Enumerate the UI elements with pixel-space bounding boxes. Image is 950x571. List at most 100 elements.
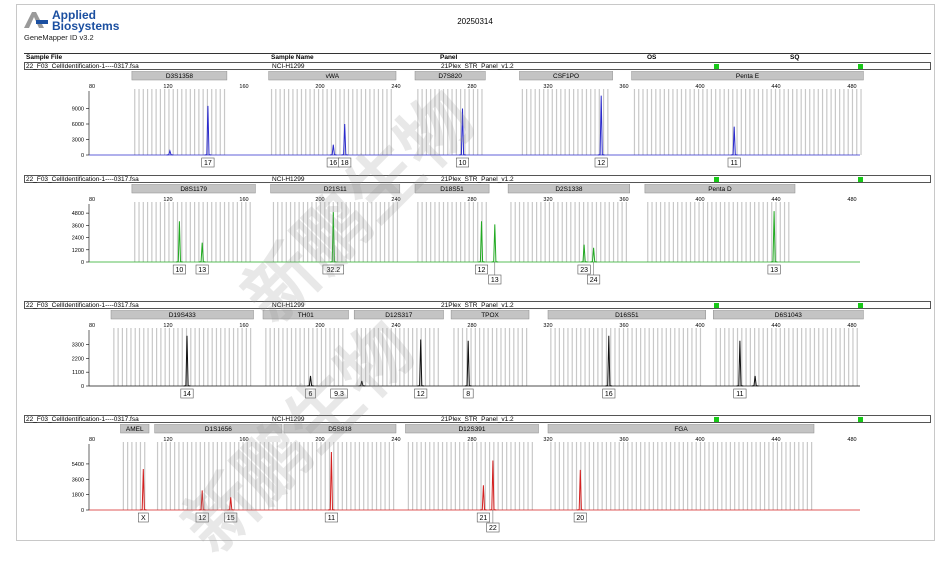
allele-call-label: 11 [328, 515, 335, 522]
x-tick-label: 160 [239, 323, 248, 329]
marker-bar[interactable] [631, 71, 864, 81]
allelic-bins [156, 442, 278, 510]
allele-call-box [488, 274, 502, 285]
marker-bar[interactable] [405, 424, 539, 434]
allele-call-box [330, 388, 348, 399]
marker-bar[interactable] [131, 184, 256, 194]
allele-call-box [594, 157, 608, 168]
allele-call-box [201, 157, 215, 168]
marker-bar[interactable] [131, 71, 228, 81]
marker-label: D2S1338 [555, 186, 582, 193]
allelic-bins [550, 328, 702, 386]
allele-call-box [455, 157, 469, 168]
allelic-bins [417, 202, 487, 262]
x-tick-label: 480 [847, 197, 856, 203]
allele-call-box [414, 388, 428, 399]
y-tick-label: 2400 [72, 236, 84, 242]
allele-call-box [180, 388, 194, 399]
x-tick-label: 240 [391, 197, 400, 203]
x-tick-label: 80 [89, 84, 95, 90]
peak [307, 375, 314, 387]
allelic-bins [122, 442, 146, 510]
peak [590, 247, 598, 263]
allelic-bins [286, 442, 395, 510]
os-status-indicator [714, 303, 719, 308]
marker-label: D18S51 [440, 186, 464, 193]
brand-line-2: Biosystems [52, 19, 120, 33]
x-tick-label: 440 [771, 437, 780, 443]
marker-bar[interactable] [268, 71, 397, 81]
allelic-bins [270, 89, 392, 155]
marker-bar[interactable] [110, 310, 254, 320]
allele-call-label: 13 [491, 277, 499, 284]
sample-info-row: 22_F03_CellIdentification-1----0317.fsa … [24, 175, 931, 183]
marker-bar[interactable] [270, 184, 401, 194]
marker-bar[interactable] [262, 310, 349, 320]
marker-bar[interactable] [414, 184, 490, 194]
sample-info-row: 22_F03_CellIdentification-1----0317.fsa … [24, 62, 931, 70]
marker-bar[interactable] [507, 184, 630, 194]
x-tick-label: 200 [315, 84, 324, 90]
allele-call-label: 10 [459, 160, 467, 167]
y-tick-label: 0 [81, 384, 84, 390]
os-status-indicator [714, 177, 719, 182]
allele-call-label: 6 [309, 391, 313, 398]
y-tick-label: 3600 [72, 477, 84, 483]
allele-call-label: 8 [466, 391, 470, 398]
marker-bar[interactable] [713, 310, 864, 320]
allele-call-label: 23 [580, 267, 588, 274]
x-tick-label: 120 [163, 437, 172, 443]
x-tick-label: 320 [543, 437, 552, 443]
y-tick-label: 9000 [72, 107, 84, 113]
marker-bar[interactable] [353, 310, 444, 320]
marker-bar[interactable] [450, 310, 530, 320]
marker-label: D3S1358 [166, 73, 193, 80]
peak [198, 242, 206, 263]
x-tick-label: 120 [163, 84, 172, 90]
x-tick-label: 480 [847, 323, 856, 329]
marker-label: D12S317 [385, 312, 412, 319]
y-tick-label: 4800 [72, 211, 84, 217]
allele-call-box [172, 264, 186, 275]
marker-bar[interactable] [547, 310, 706, 320]
panel-name: 21Plex_STR_Panel_v1.2 [441, 63, 514, 70]
marker-label: D19S433 [169, 312, 196, 319]
marker-bar[interactable] [414, 71, 486, 81]
marker-bar[interactable] [154, 424, 283, 434]
y-tick-label: 6000 [72, 122, 84, 128]
x-tick-label: 240 [391, 323, 400, 329]
marker-bar[interactable] [644, 184, 796, 194]
peak [204, 105, 212, 156]
peak [736, 340, 744, 387]
marker-label: D16S51 [615, 312, 639, 319]
x-tick-label: 400 [695, 437, 704, 443]
peak [730, 126, 738, 156]
marker-bar[interactable] [120, 424, 150, 434]
sq-status-indicator [858, 417, 863, 422]
x-tick-label: 320 [543, 323, 552, 329]
allele-call-label: 32.2 [326, 267, 340, 274]
peak [327, 451, 335, 511]
sample-file: 22_F03_CellIdentification-1----0317.fsa [26, 63, 139, 70]
marker-bar[interactable] [283, 424, 397, 434]
marker-label: FGA [674, 426, 688, 433]
marker-bar[interactable] [519, 71, 613, 81]
allele-call-label: 18 [341, 160, 349, 167]
allele-call-box [195, 512, 209, 523]
peak [479, 485, 487, 511]
x-tick-label: 200 [315, 437, 324, 443]
applied-biosystems-logo [24, 12, 48, 28]
x-tick-label: 280 [467, 437, 476, 443]
allelic-bins [134, 89, 226, 155]
allele-call-label: X [141, 515, 146, 522]
allele-call-label: 12 [478, 267, 486, 274]
marker-label: vWA [326, 73, 340, 80]
marker-label: TH01 [298, 312, 314, 319]
x-tick-label: 240 [391, 437, 400, 443]
marker-bar[interactable] [547, 424, 815, 434]
allele-call-box [322, 264, 344, 275]
sample-info-row: 22_F03_CellIdentification-1----0317.fsa … [24, 415, 931, 423]
allelic-bins [647, 202, 790, 262]
y-tick-label: 0 [81, 153, 84, 159]
